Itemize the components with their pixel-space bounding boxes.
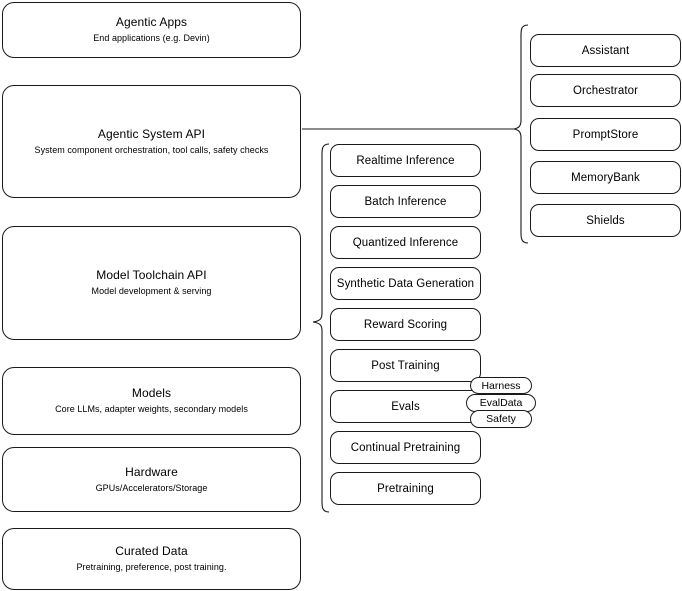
item-label: Pretraining — [377, 482, 434, 495]
system-item-assistant[interactable]: Assistant — [530, 34, 681, 67]
layer-subtitle: Model development & serving — [91, 286, 212, 296]
toolchain-item-continual-pretraining[interactable]: Continual Pretraining — [330, 431, 481, 464]
system-item-shields[interactable]: Shields — [530, 204, 681, 237]
item-label: Synthetic Data Generation — [336, 277, 475, 290]
system-item-orchestrator[interactable]: Orchestrator — [530, 74, 681, 107]
toolchain-item-quantized-inference[interactable]: Quantized Inference — [330, 226, 481, 259]
layer-subtitle: Pretraining, preference, post training. — [76, 562, 227, 572]
toolchain-item-post-training[interactable]: Post Training — [330, 349, 481, 382]
layer-title: Curated Data — [115, 544, 188, 558]
evals-pill-harness[interactable]: Harness — [470, 377, 532, 394]
layer-title: Models — [131, 386, 172, 400]
system-item-promptstore[interactable]: PromptStore — [530, 118, 681, 151]
layer-subtitle: GPUs/Accelerators/Storage — [95, 482, 208, 493]
toolchain-item-evals[interactable]: Evals — [330, 390, 481, 423]
layer-subtitle: Core LLMs, adapter weights, secondary mo… — [55, 404, 248, 414]
layer-subtitle: End applications (e.g. Devin) — [93, 33, 210, 43]
layer-title: Model Toolchain API — [96, 268, 207, 282]
item-label: Evals — [391, 400, 420, 413]
layer-box-agentic-apps[interactable]: Agentic Apps End applications (e.g. Devi… — [2, 2, 301, 58]
toolchain-components-brace — [312, 143, 330, 513]
item-label: Quantized Inference — [352, 236, 459, 249]
item-label: Assistant — [581, 44, 630, 57]
item-label: MemoryBank — [571, 171, 640, 184]
layer-title: Agentic System API — [97, 126, 206, 141]
item-label: Realtime Inference — [356, 154, 455, 167]
item-label: PromptStore — [572, 128, 639, 141]
evals-pill-safety[interactable]: Safety — [470, 410, 532, 428]
layer-box-models[interactable]: Models Core LLMs, adapter weights, secon… — [2, 367, 301, 435]
item-label: Orchestrator — [572, 84, 639, 97]
item-label: Reward Scoring — [363, 318, 448, 331]
layer-box-agentic-system-api[interactable]: Agentic System API System component orch… — [2, 85, 301, 198]
layer-box-model-toolchain-api[interactable]: Model Toolchain API Model development & … — [2, 226, 301, 340]
toolchain-item-realtime-inference[interactable]: Realtime Inference — [330, 144, 481, 177]
layer-box-curated-data[interactable]: Curated Data Pretraining, preference, po… — [2, 528, 301, 590]
layer-box-hardware[interactable]: Hardware GPUs/Accelerators/Storage — [2, 447, 301, 512]
toolchain-item-batch-inference[interactable]: Batch Inference — [330, 185, 481, 218]
layer-title: Hardware — [125, 464, 178, 479]
system-item-memorybank[interactable]: MemoryBank — [530, 161, 681, 194]
item-label: Continual Pretraining — [350, 441, 461, 454]
system-components-brace — [513, 24, 529, 244]
item-label: Batch Inference — [364, 195, 447, 208]
layer-subtitle: System component orchestration, tool cal… — [34, 144, 269, 155]
layer-title: Agentic Apps — [115, 15, 188, 29]
item-label: Shields — [586, 214, 625, 227]
toolchain-item-synthetic-data-generation[interactable]: Synthetic Data Generation — [330, 267, 481, 300]
toolchain-item-pretraining[interactable]: Pretraining — [330, 472, 481, 505]
item-label: Post Training — [371, 359, 440, 372]
toolchain-item-reward-scoring[interactable]: Reward Scoring — [330, 308, 481, 341]
